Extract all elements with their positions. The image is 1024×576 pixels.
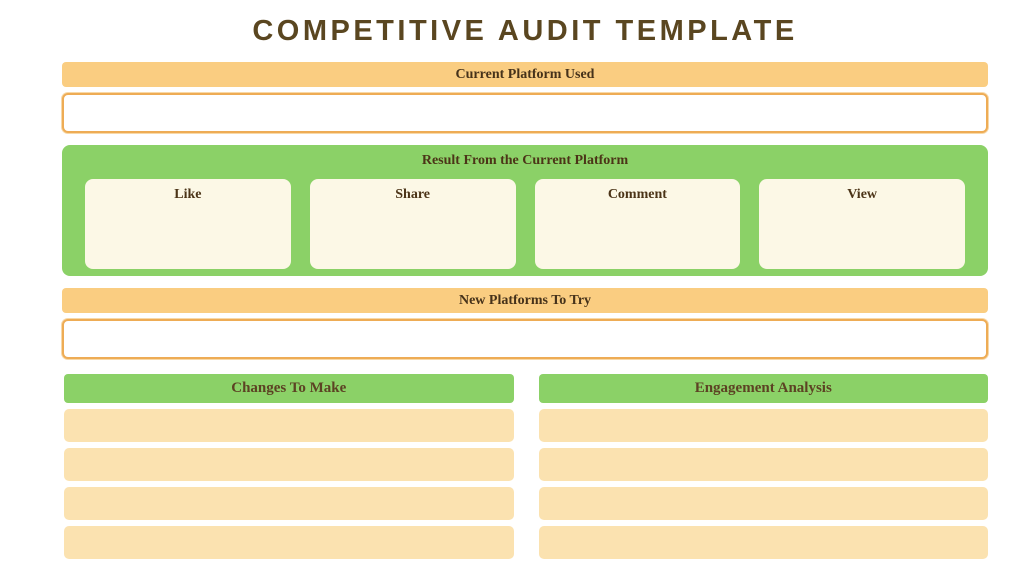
engagement-row-3[interactable] [538,487,988,520]
new-platforms-header-label: New Platforms To Try [458,292,592,308]
engagement-column-header: Engagement Analysis [538,374,988,403]
result-card-share[interactable]: Share [309,179,516,269]
current-platform-header-label: Current Platform Used [455,66,595,82]
result-card-view[interactable]: View [759,179,965,269]
engagement-column: Engagement Analysis [538,374,988,559]
current-platform-header-bar: Current Platform Used [62,62,988,87]
changes-column-header: Changes To Make [64,374,514,403]
result-card-comment-label: Comment [607,187,667,202]
results-panel: Result From the Current Platform Like Sh… [62,145,988,276]
new-platforms-input[interactable] [62,319,988,359]
changes-row-2[interactable] [64,448,514,481]
result-card-like[interactable]: Like [85,179,291,269]
engagement-row-1[interactable] [538,409,988,442]
results-card-row: Like Share Comment View [62,169,988,269]
page-content: COMPETITIVE AUDIT TEMPLATE Current Platf… [62,0,988,559]
changes-row-3[interactable] [64,487,514,520]
current-platform-input[interactable] [62,93,988,133]
engagement-row-4[interactable] [538,526,988,559]
changes-column: Changes To Make [64,374,514,559]
result-card-share-label: Share [395,187,430,202]
changes-header-label: Changes To Make [231,380,347,396]
engagement-row-2[interactable] [538,448,988,481]
bottom-columns: Changes To Make Engagement Analysis [64,374,988,559]
changes-row-4[interactable] [64,526,514,559]
page-title: COMPETITIVE AUDIT TEMPLATE [252,15,798,47]
result-card-comment[interactable]: Comment [534,179,741,269]
result-card-view-label: View [847,187,878,202]
results-header-label: Result From the Current Platform [421,153,629,168]
result-card-like-label: Like [174,187,202,202]
new-platforms-header-bar: New Platforms To Try [62,288,988,313]
changes-row-1[interactable] [64,409,514,442]
engagement-header-label: Engagement Analysis [694,380,832,396]
